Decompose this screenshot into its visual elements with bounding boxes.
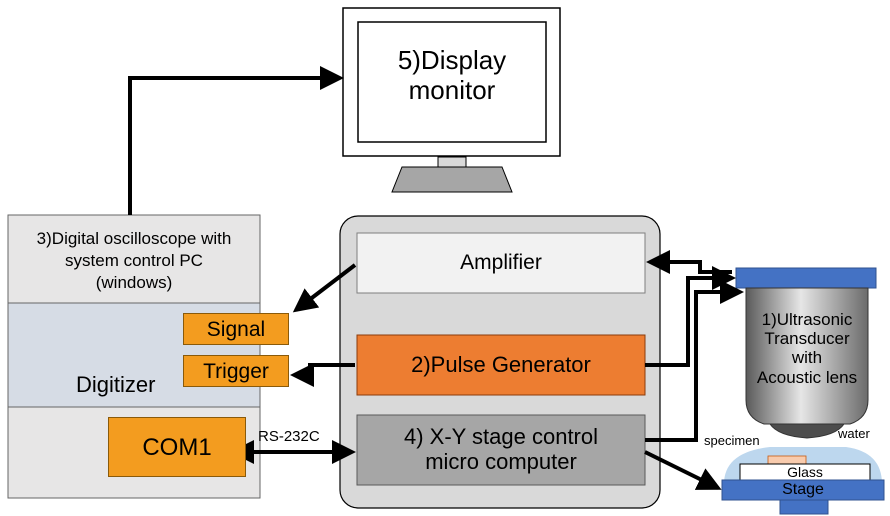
display-line-2: monitor [408,74,496,105]
display-monitor-label: 5)Display monitor [358,45,546,106]
transducer-line-1: 1)Ultrasonic [761,310,853,329]
ultrasonic-transducer [735,267,877,439]
oscilloscope-line-3: (windows) [95,273,173,293]
amplifier-label: Amplifier [460,251,542,274]
connection-lines [128,66,744,490]
control-unit-panel [339,215,661,509]
trigger-label: Trigger [203,360,269,383]
glass-label: Glass [787,464,823,480]
oscilloscope-label: 3)Digital oscilloscope with system contr… [10,228,258,294]
transducer-line-4: Acoustic lens [756,367,858,387]
stage-control-line-2: micro computer [425,449,577,475]
transducer-line-3: with [791,348,823,368]
display-monitor [342,7,561,193]
water-label: water [838,426,870,441]
stage-control-label: 4) X-Y stage control micro computer [357,424,645,475]
signal-label: Signal [206,318,266,341]
rs232-label: RS-232C [258,428,320,445]
specimen-label: specimen [704,433,760,448]
oscilloscope-line-1: 3)Digital oscilloscope with [36,229,232,248]
stage-control-line-1: 4) X-Y stage control [403,424,599,449]
signal-port: Signal [183,313,289,345]
digitizer-label: Digitizer [76,372,156,397]
sample-stage [721,447,885,515]
transducer-line-2: Transducer [764,329,850,349]
pulse-generator-label: 2)Pulse Generator [411,352,591,377]
display-line-1: 5)Display [397,45,507,75]
stage-label: Stage [782,481,824,498]
transducer-label: 1)Ultrasonic Transducer with Acoustic le… [746,310,868,387]
oscilloscope-line-2: system control PC [65,251,203,271]
com1-label: COM1 [142,434,212,461]
trigger-port: Trigger [183,355,289,387]
com1-port: COM1 [108,417,246,477]
